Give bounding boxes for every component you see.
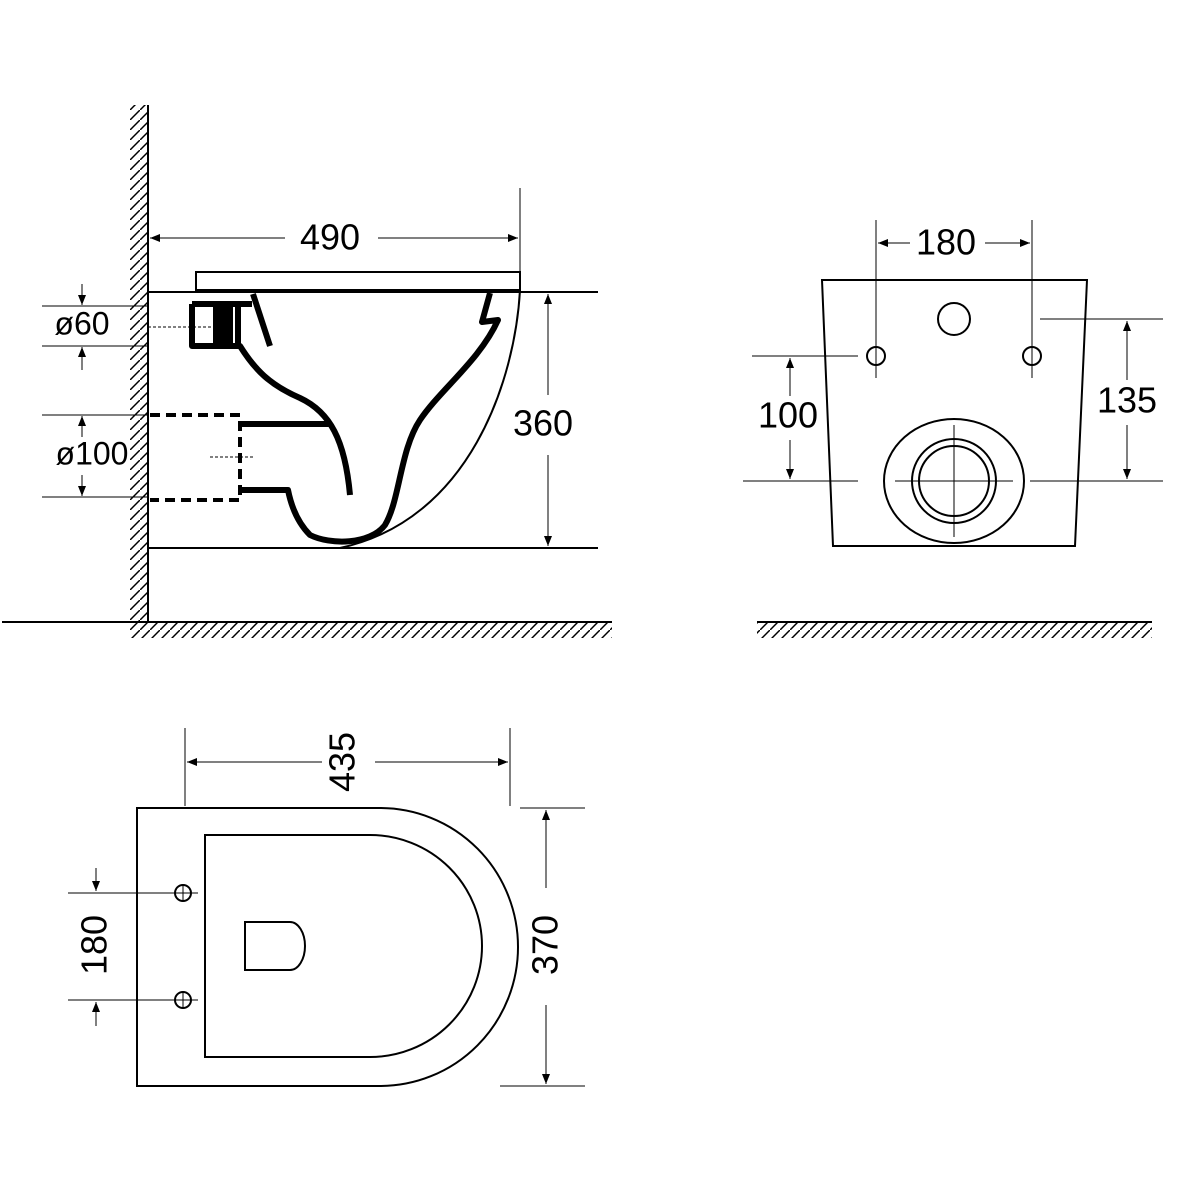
pan-top-outline xyxy=(136,807,519,1087)
depth-dimension: 370 xyxy=(525,915,566,975)
front-view: 180 100 135 xyxy=(743,220,1163,638)
bolt-height-dimension: 100 xyxy=(758,395,818,436)
outlet xyxy=(883,418,1025,544)
seat xyxy=(195,271,521,291)
height-dimension: 360 xyxy=(513,403,573,444)
floor-hatching xyxy=(130,623,612,638)
top-view: 435 370 180 xyxy=(68,728,585,1087)
floor-hatching xyxy=(757,623,1152,638)
width-dimension: 490 xyxy=(300,217,360,258)
bowl-top-outline xyxy=(204,834,483,1058)
width-dimension: 435 xyxy=(322,732,363,792)
bowl-outer xyxy=(339,289,521,549)
bolt-spacing-dimension: 180 xyxy=(916,222,976,263)
inlet-height-dimension: 135 xyxy=(1097,380,1157,421)
bowl-inner-left xyxy=(189,304,353,496)
inlet-hole xyxy=(937,302,971,336)
side-view: 490 360 ø60 ø100 xyxy=(2,105,612,638)
bolt-spacing-dimension: 180 xyxy=(74,915,115,975)
outlet-opening xyxy=(244,921,306,971)
pan-outline xyxy=(820,279,1089,547)
inlet-diameter-label: ø60 xyxy=(54,305,109,341)
outlet-diameter-label: ø100 xyxy=(56,435,129,471)
wall-hatching xyxy=(130,105,148,622)
